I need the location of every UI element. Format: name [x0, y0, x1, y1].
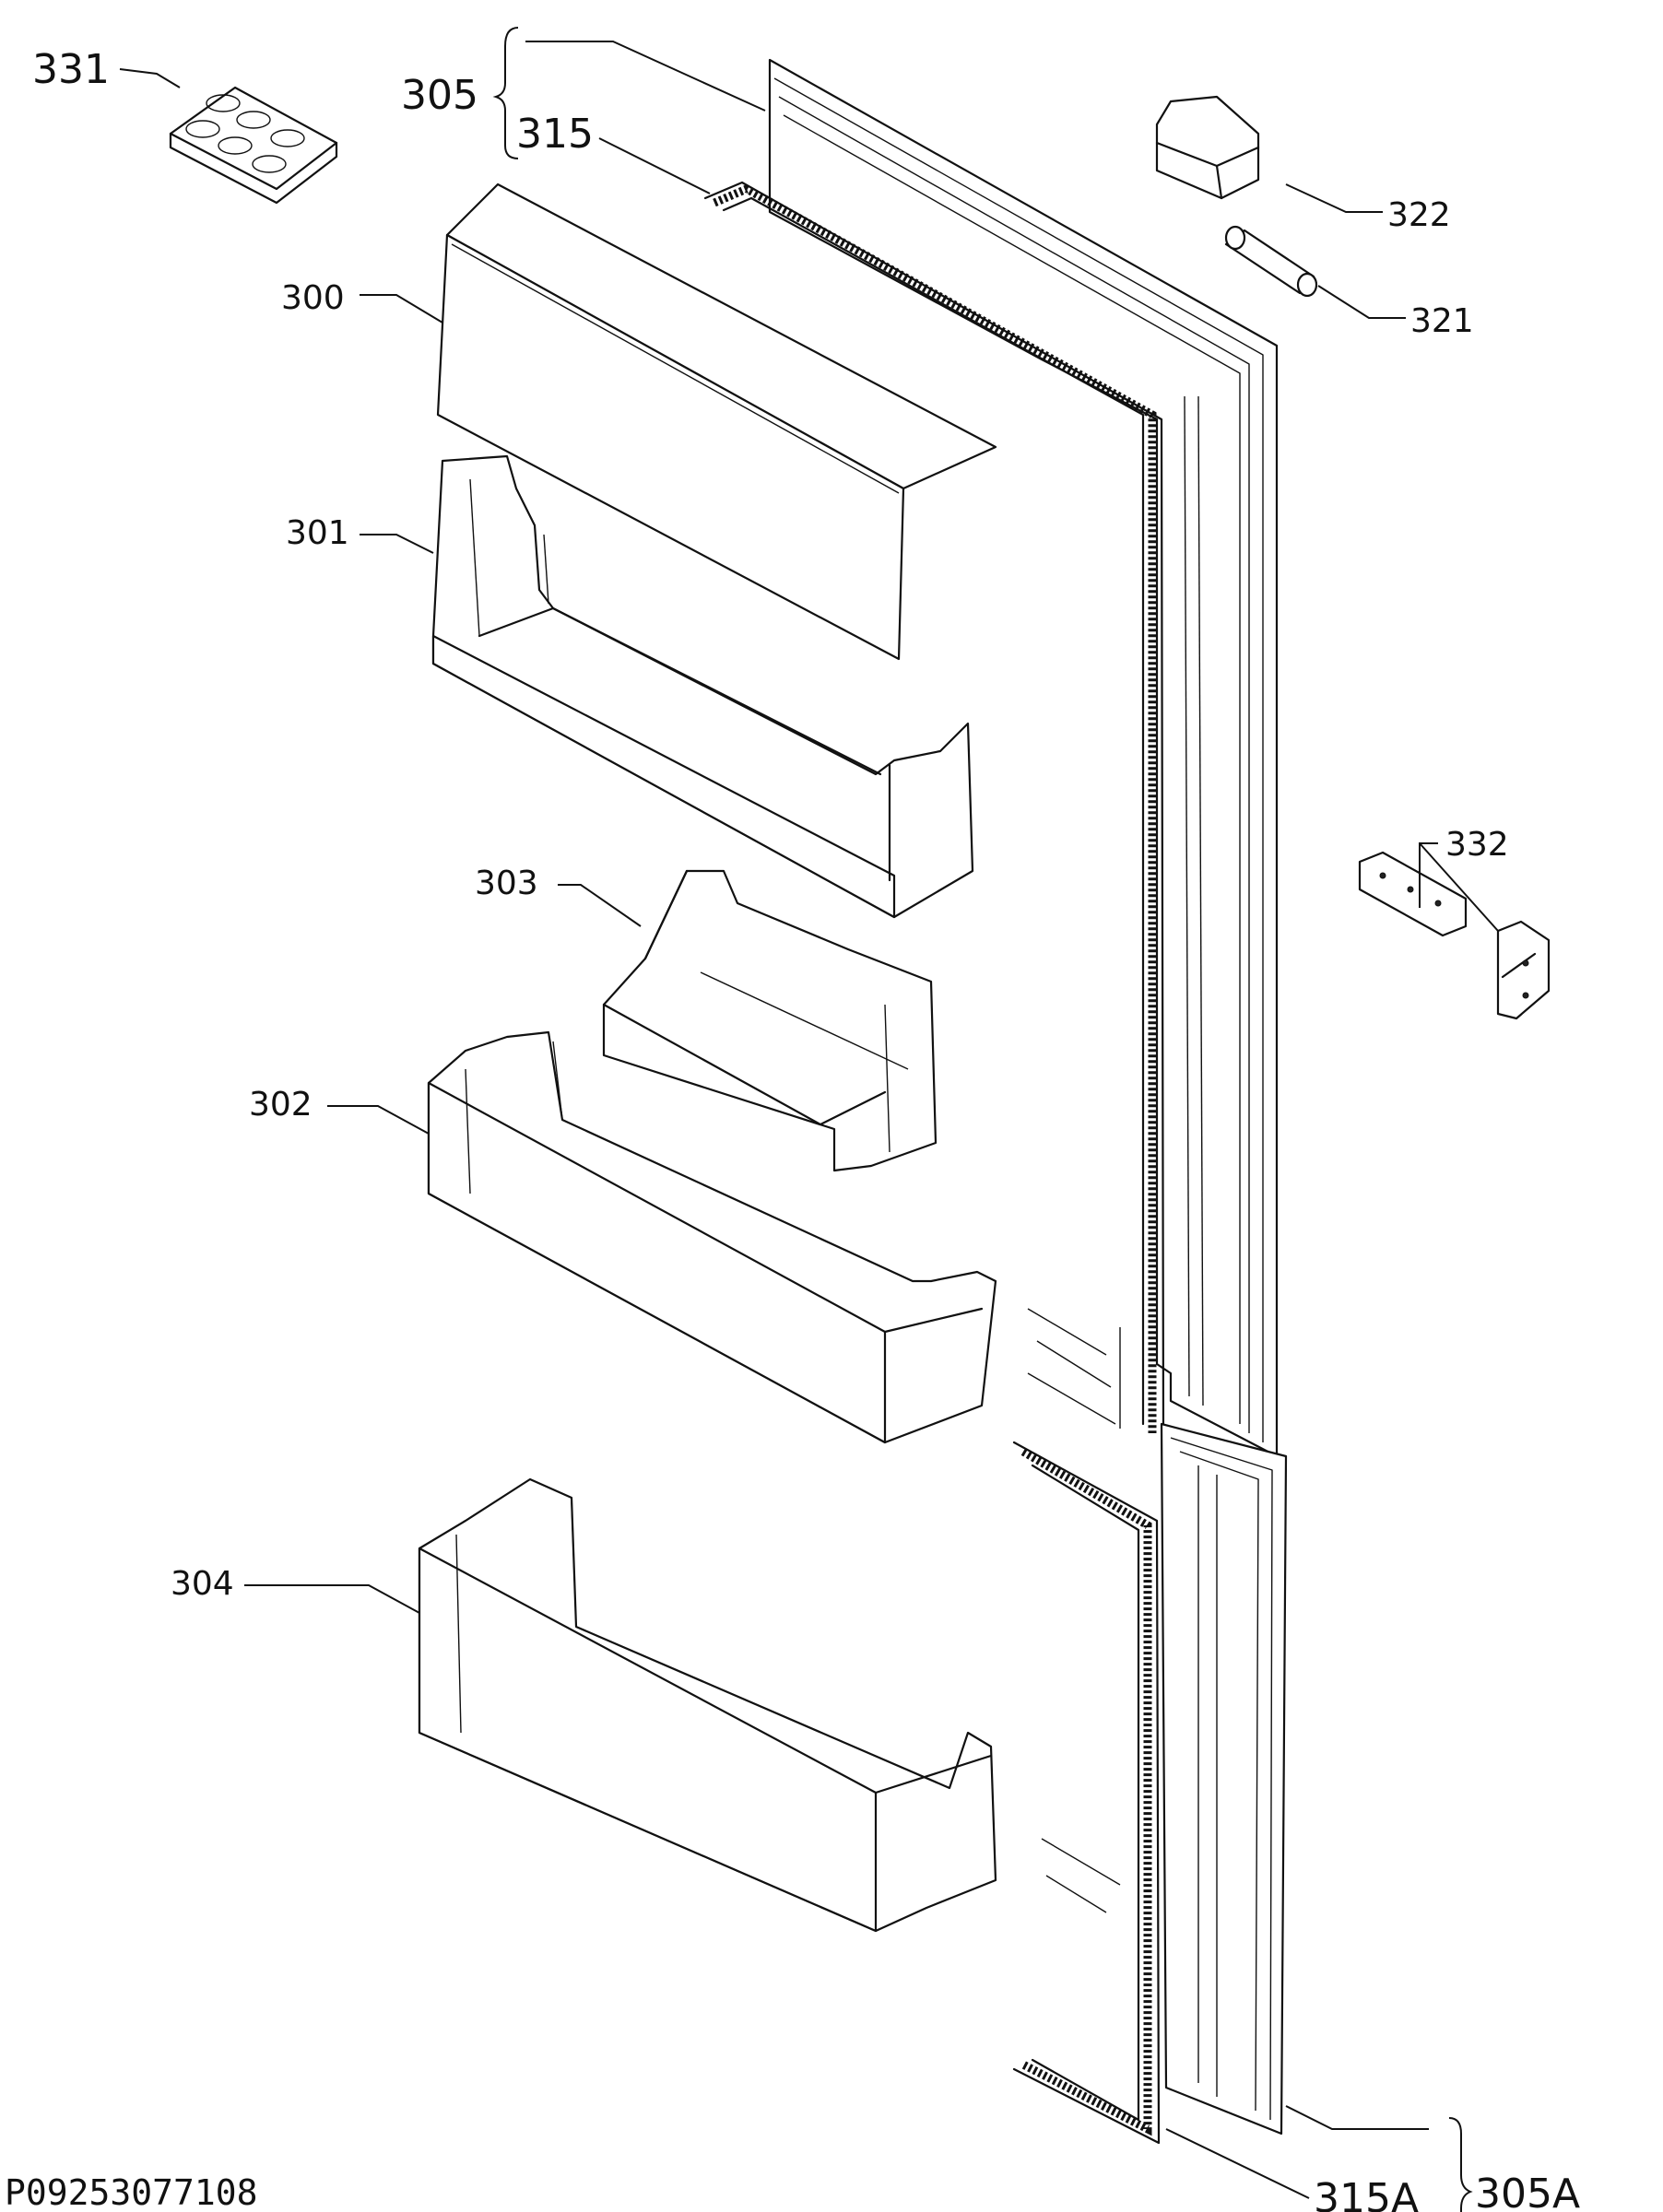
- label-303: 303: [475, 865, 538, 902]
- label-315: 315: [516, 111, 594, 158]
- label-331: 331: [32, 46, 110, 93]
- door-compartment: [602, 869, 938, 1172]
- leader-321: [1317, 285, 1406, 319]
- label-304: 304: [171, 1565, 234, 1603]
- leader-332b: [1419, 842, 1499, 932]
- leader-lines: [119, 41, 1499, 2199]
- lower-door-panel: [1160, 1422, 1288, 2136]
- label-302: 302: [249, 1086, 313, 1124]
- egg-tray: [169, 86, 338, 205]
- hinge-pin: [1224, 225, 1318, 298]
- brace-305: [492, 27, 519, 159]
- label-321: 321: [1410, 302, 1474, 340]
- door-shelf-upper: [431, 454, 974, 919]
- leader-322: [1285, 183, 1383, 213]
- leader-331: [119, 68, 181, 88]
- hinge-bracket: [1358, 851, 1551, 1020]
- label-301: 301: [286, 514, 349, 552]
- leader-302: [327, 1105, 430, 1135]
- leader-304: [244, 1584, 420, 1614]
- label-322: 322: [1387, 196, 1451, 234]
- leader-315: [598, 137, 711, 194]
- lower-door-seal: [1012, 1441, 1161, 2145]
- brace-305A: [1448, 2117, 1473, 2212]
- label-332: 332: [1445, 826, 1509, 864]
- leader-305A: [1285, 2105, 1429, 2130]
- label-300: 300: [281, 279, 345, 317]
- label-305A: 305A: [1475, 2171, 1580, 2212]
- door-shelf-middle: [427, 1030, 997, 1444]
- drawing-code: P09253077108: [5, 2172, 258, 2212]
- hinge-cover: [1155, 95, 1260, 200]
- label-305: 305: [401, 72, 478, 119]
- shelf-flap: [436, 182, 997, 661]
- leader-301: [360, 534, 434, 554]
- leader-300: [360, 294, 443, 324]
- leader-315A: [1165, 2128, 1310, 2199]
- door-shelf-bottom: [418, 1477, 997, 1933]
- upper-door-seal: [703, 181, 1165, 1444]
- leader-303: [558, 884, 642, 927]
- leader-305: [525, 41, 766, 112]
- label-315A: 315A: [1314, 2175, 1419, 2212]
